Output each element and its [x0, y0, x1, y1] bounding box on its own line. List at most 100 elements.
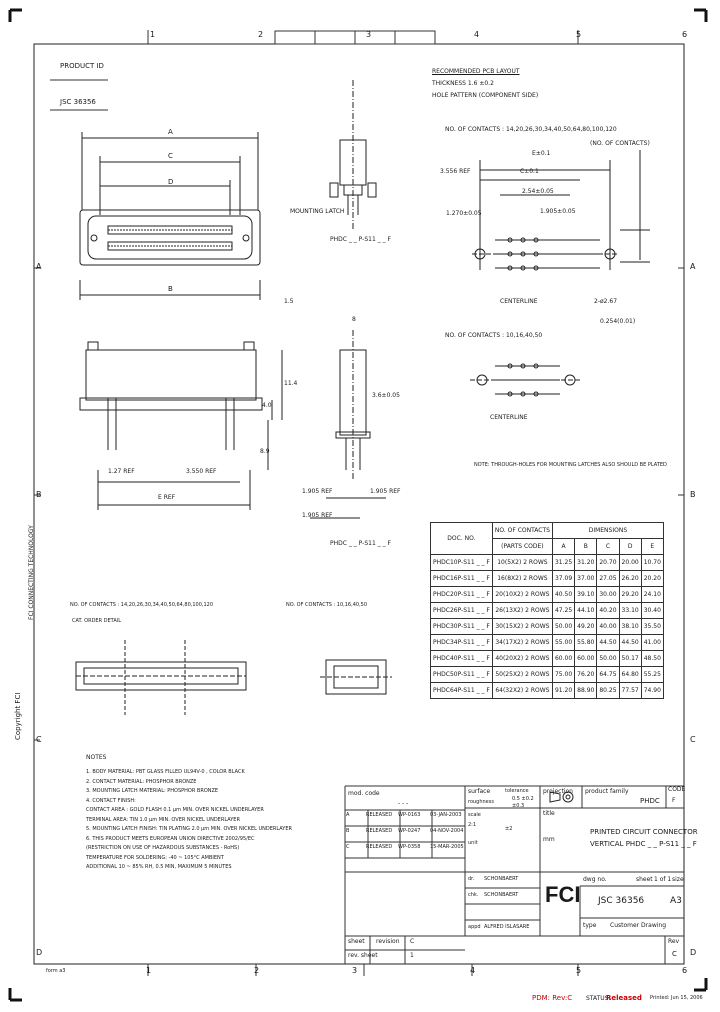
rev-label: Rev [668, 938, 680, 945]
dim-8-9: 8.9 [260, 448, 270, 455]
type-value: Customer Drawing [610, 922, 667, 929]
table-cell-e: 55.25 [640, 666, 664, 683]
revision-date: 04-NOV-2004 [430, 828, 464, 834]
dim-3-6: 3.6±0.05 [372, 392, 400, 399]
ref-1905-a: 1.905 REF [302, 488, 333, 495]
tol-2: ±0.3 [512, 803, 525, 809]
pcb-holes: 2-ø2.67 [594, 298, 618, 305]
pcb-centerline-bottom: CENTERLINE [490, 414, 528, 421]
table-cell-c: 80.25 [596, 682, 620, 699]
pcb-layout-title: RECOMMENDED PCB LAYOUT [432, 68, 520, 75]
table-cell-e: 41.00 [640, 634, 664, 651]
dim-a-label: A [168, 128, 173, 136]
table-cell-e: 30.40 [640, 602, 664, 619]
dwg-no-label: dwg no. [583, 876, 607, 883]
table-cell-code: 34(17X2) 2 ROWS [491, 634, 553, 651]
table-cell-doc: PHDC30P-S11 _ _ F [430, 618, 493, 635]
zone-right-a: A [690, 262, 696, 271]
table-cell-b: 31.20 [574, 554, 598, 571]
table-cell-code: 16(8X2) 2 ROWS [491, 570, 553, 587]
table-cell-d: 50.17 [618, 650, 642, 667]
dwg-no-value: JSC 36356 [598, 896, 645, 906]
table-cell-b: 76.20 [574, 666, 598, 683]
pcb-thickness: THICKNESS 1.6 ±0.2 [432, 80, 494, 87]
note-line: ADDITIONAL 10 ~ 85% RH, 0.5 MIN, MAXIMUM… [86, 864, 232, 870]
table-cell-code: 30(15X2) 2 ROWS [491, 618, 553, 635]
pcb-dim-1270: 1.270±0.05 [446, 210, 482, 217]
mod-code-value: - - - [398, 800, 409, 807]
mounting-latch-label: MOUNTING LATCH [290, 208, 345, 215]
table-cell-doc: PHDC16P-S11 _ _ F [430, 570, 493, 587]
col-a: A [551, 538, 576, 555]
part-top-label: PHDC _ _ P-S11 _ _ F [330, 236, 391, 243]
h-contacts: NO. OF CONTACTS [491, 522, 553, 539]
size-value: A3 [670, 896, 682, 906]
zone-bottom-5: 5 [576, 966, 582, 975]
zone-left-b: B [36, 490, 42, 499]
pcb-ref-3556: 3.556 REF [440, 168, 471, 175]
scale-label: scale [468, 812, 481, 818]
dim-d-label: D [168, 178, 174, 186]
footer-rev-sheet-label: rev. sheet [348, 952, 378, 959]
revision-date: 03-JAN-2003 [430, 812, 462, 818]
pcb-dim-0254: 0.254(0.01) [600, 318, 636, 325]
table-cell-b: 37.00 [574, 570, 598, 587]
dim-1-5: 1.5 [284, 298, 294, 305]
dim-4-0: 4.0 [262, 402, 272, 409]
tol-3: ±2 [505, 826, 513, 832]
table-cell-c: 44.50 [596, 634, 620, 651]
table-cell-a: 40.50 [551, 586, 576, 603]
footer-sheet-label: sheet [348, 938, 365, 945]
ref-127: 1.27 REF [108, 468, 135, 475]
tolerance-label: tolerance [505, 788, 529, 794]
table-cell-b: 88.90 [574, 682, 598, 699]
type-label: type [583, 922, 597, 929]
footer-revision-label: revision [376, 938, 400, 945]
zone-top-2: 2 [258, 30, 264, 39]
bottom-left-label: CAT. ORDER DETAIL [72, 618, 122, 624]
zone-right-b: B [690, 490, 696, 499]
table-cell-b: 49.20 [574, 618, 598, 635]
table-cell-a: 55.00 [551, 634, 576, 651]
zone-top-3: 3 [366, 30, 372, 39]
code-label: CODE [668, 786, 686, 793]
table-cell-e: 35.50 [640, 618, 664, 635]
note-line: TERMINAL AREA: TIN 1.0 µm MIN. OVER NICK… [86, 816, 240, 823]
col-d: D [618, 538, 642, 555]
table-cell-e: 48.50 [640, 650, 664, 667]
table-cell-doc: PHDC40P-S11 _ _ F [430, 650, 493, 667]
table-cell-a: 60.00 [551, 650, 576, 667]
ref-1905-b: 1.905 REF [370, 488, 401, 495]
sheet-label: sheet [636, 876, 653, 883]
pcb-hole-pattern: HOLE PATTERN (COMPONENT SIDE) [432, 92, 539, 99]
ref-1905-c: 1.905 REF [302, 512, 333, 519]
note-line: 6. THIS PRODUCT MEETS EUROPEAN UNION DIR… [86, 835, 255, 842]
note-line: 2. CONTACT MATERIAL: PHOSPHOR BRONZE [86, 778, 197, 785]
table-cell-code: 20(10X2) 2 ROWS [491, 586, 553, 603]
table-cell-c: 40.20 [596, 602, 620, 619]
table-cell-code: 40(20X2) 2 ROWS [491, 650, 553, 667]
table-cell-a: 47.25 [551, 602, 576, 619]
bottom-right-title: NO. OF CONTACTS : 10,16,40,50 [286, 602, 368, 608]
projection-label: projection [543, 788, 573, 795]
revision-desc: RELEASED [366, 812, 393, 818]
h-doc: DOC. NO. [430, 522, 493, 555]
pcb-dim-e: E±0.1 [532, 150, 551, 157]
zone-bottom-6: 6 [682, 966, 688, 975]
sheet-value: 1 of 1 [654, 876, 672, 883]
size-label: size [672, 876, 684, 883]
status-released: Released [606, 994, 642, 1002]
table-cell-e: 74.90 [640, 682, 664, 699]
pdm-label: PDM: Rev:C [532, 994, 573, 1002]
table-cell-a: 37.09 [551, 570, 576, 587]
zone-top-1: 1 [150, 30, 156, 39]
